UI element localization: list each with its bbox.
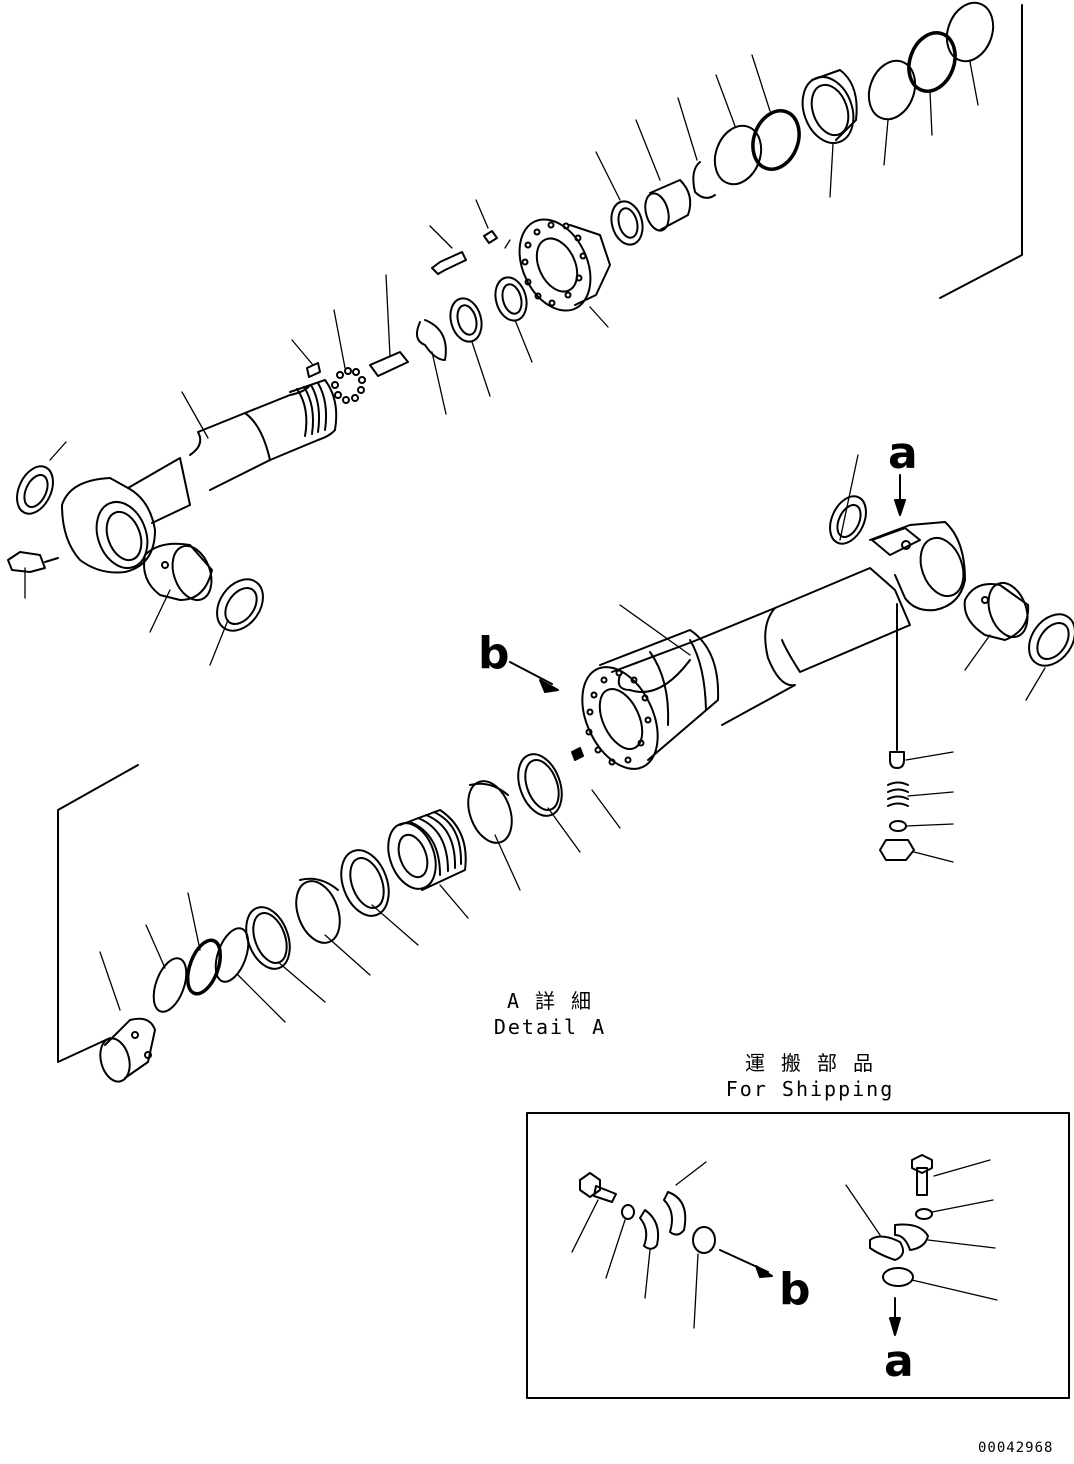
head-bushing: [644, 179, 692, 232]
rod-eye: [61, 457, 191, 574]
shipping-caption-jp: 運 搬 部 品: [744, 1051, 876, 1075]
marker-a-top: a: [888, 428, 918, 479]
leader-lines-lower: [99, 807, 581, 1023]
o-ring-head: [751, 109, 801, 171]
set-screw-lower: [571, 747, 584, 761]
piston-rod-assembly: [7, 1, 1023, 632]
rod-dust-seal-left: [16, 465, 54, 515]
piston-o-ring-1: [152, 957, 188, 1013]
screw-plug: [369, 351, 409, 377]
snap-ring: [424, 319, 447, 361]
leader-lines-upper: [24, 54, 979, 666]
detail-a-caption-jp: A 詳 細: [506, 989, 594, 1013]
washer: [483, 230, 498, 244]
marker-b-shipping: b: [779, 1264, 811, 1315]
tube-bushing: [963, 581, 1030, 641]
marker-a-shipping: a: [884, 1336, 914, 1387]
check-valve-parts: [879, 603, 915, 861]
tube-eye: [869, 521, 966, 612]
o-ring: [907, 31, 957, 93]
cylinder-tube: [611, 567, 911, 726]
piston-ring-2: [494, 276, 528, 322]
shipping-box: [526, 1112, 1070, 1399]
cylinder-head: [518, 218, 611, 312]
marker-b-left: b: [478, 628, 510, 679]
shipping-caption-en: For Shipping: [725, 1077, 895, 1101]
rod-dust-seal-right: [216, 578, 264, 632]
detail-a-caption-en: Detail A: [493, 1015, 607, 1039]
wear-ring-1: [245, 906, 291, 970]
bolt: [431, 251, 467, 275]
snap-ring-head: [692, 161, 716, 199]
tube-dust-seal-right: [1028, 613, 1074, 667]
seal-ring: [945, 1, 995, 63]
piston-rod: [189, 379, 338, 491]
tube-dust-seal-left: [829, 495, 867, 545]
piston: [387, 809, 467, 891]
leader-lines-shipping: [571, 1159, 998, 1329]
piston-assembly: [57, 747, 584, 1083]
piston-seal: [340, 849, 390, 917]
backup-ring: [867, 59, 917, 121]
leader-lines-middle: [591, 454, 1046, 863]
wear-ring-2: [295, 877, 341, 944]
document-number: 00042968: [978, 1440, 1054, 1456]
cushion-bushing: [99, 1017, 156, 1083]
head-seal-1: [610, 200, 644, 246]
tube-front-ring: [581, 629, 720, 770]
wear-ring-3: [467, 780, 513, 844]
set-screw: [306, 362, 321, 378]
grease-fitting: [7, 551, 59, 573]
head-gland: [801, 69, 858, 144]
wear-ring-4: [517, 753, 563, 817]
cylinder-tube-assembly: [509, 474, 1074, 861]
steel-balls: [331, 367, 366, 404]
dust-ring: [713, 124, 763, 186]
piston-ring-1: [449, 297, 483, 343]
piston-o-ring-3: [214, 927, 250, 983]
rod-bushing: [143, 542, 213, 602]
